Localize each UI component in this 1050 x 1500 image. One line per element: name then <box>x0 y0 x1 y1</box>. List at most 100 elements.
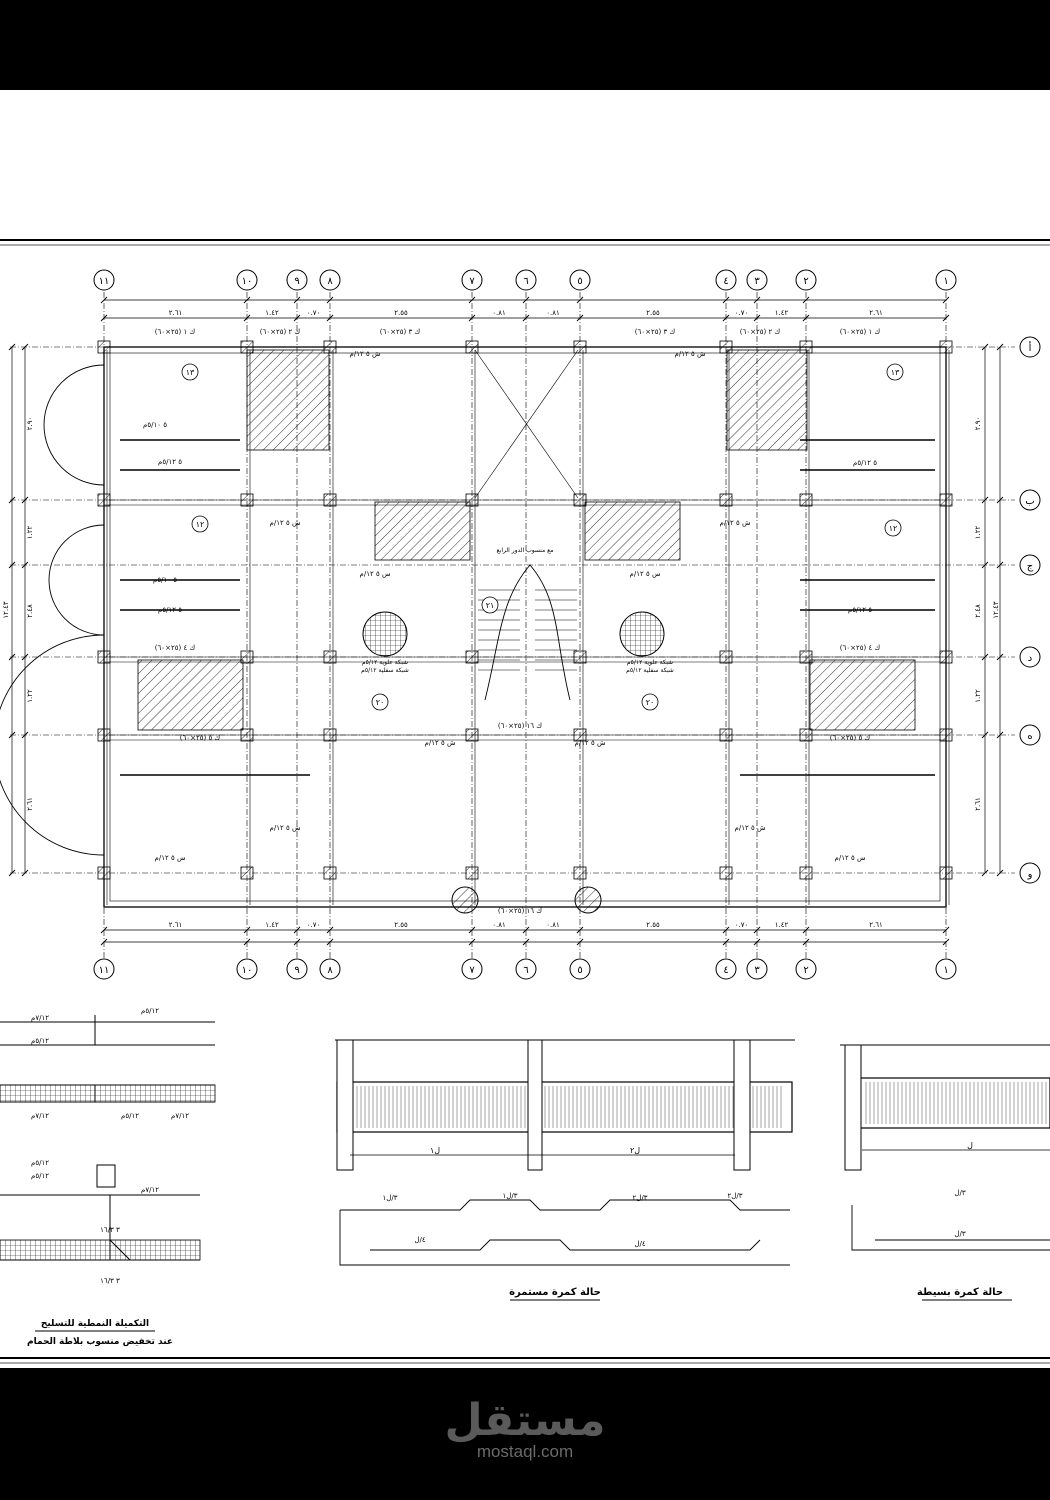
dimension-tick <box>8 496 16 504</box>
column-section <box>573 650 587 664</box>
detail-slab-section <box>0 1084 216 1103</box>
rebar-note: ش ٥ ١٢/م <box>674 350 705 358</box>
grid-bubble-column <box>935 958 957 980</box>
grid-bubble-column <box>286 269 308 291</box>
dimension-bottom-value: ٢.٥٥ <box>646 921 660 929</box>
mesh-note: شبكة علوية ٥/١٢م <box>362 659 408 666</box>
continuous-beam-title: حالة كمرة مستمرة <box>509 1287 601 1298</box>
column-section <box>240 650 254 664</box>
beam-label: ك ٢ (٢٥×٦٠) <box>740 328 781 336</box>
grid-label-column: ٣ <box>754 965 760 976</box>
dimension-tick <box>293 296 301 304</box>
structural-slab-drawing: ١١١١١٠١٠٩٩٨٨٧٧٦٦٥٥٤٤٣٣٢٢١١أبجدهو٢.٦١٢.٦١… <box>0 239 1050 1364</box>
dimension-bottom-value: ٢.٦١ <box>869 921 883 929</box>
dimension-tick <box>996 731 1004 739</box>
dimension-tick <box>981 869 989 877</box>
dimension-right-value: ١.٢٢ <box>974 526 982 540</box>
dimension-tick <box>468 314 476 322</box>
grid-label-column: ٩ <box>294 276 299 287</box>
rebar-note: ٥ ٥/١٠م <box>143 421 167 429</box>
column-section <box>240 493 254 507</box>
dimension-right-total: ١٢.٤٣ <box>992 601 1000 619</box>
beam-label: ك ٣ (٢٥×٦٠) <box>380 328 421 336</box>
dimension-tick <box>722 296 730 304</box>
dimension-right-value: ١.٢٢ <box>974 689 982 703</box>
dimension-bottom-value: ٢.٥٥ <box>394 921 408 929</box>
dimension-tick <box>243 314 251 322</box>
beam-ratio-label: ٣/ل <box>954 1230 965 1238</box>
grid-label-column: ٨ <box>327 276 333 287</box>
slab-number-bubble <box>884 519 902 537</box>
grid-label-column: ١ <box>943 276 948 287</box>
dimension-tick <box>942 296 950 304</box>
bent-bar-diagram <box>340 1199 790 1211</box>
dimension-left-value: ١.٢٢ <box>26 689 34 703</box>
dimension-tick <box>981 496 989 504</box>
dimension-tick <box>21 561 29 569</box>
column-section <box>799 650 813 664</box>
beam-label: ك ٥ (٢٥×٦٠) <box>830 734 871 742</box>
brand-url: mostaql.com <box>476 1442 574 1461</box>
dimension-bottom-value: ٠.٧٠ <box>307 921 321 929</box>
dimension-tick <box>21 731 29 739</box>
column-section <box>97 340 111 354</box>
beam-label: ك ٤ (٢٥×٦٠) <box>155 644 196 652</box>
beam-ratio-label: ٣/ل١ <box>383 1194 398 1202</box>
dimension-bottom-value: ٢.٦١ <box>169 921 183 929</box>
balcony-arc <box>48 524 105 636</box>
grid-label-column: ٦ <box>523 965 528 976</box>
simple-beam-title: حالة كمرة بسيطة <box>917 1287 1003 1298</box>
grid-bubble-row <box>1019 862 1041 884</box>
column-section <box>240 728 254 742</box>
grid-label-row: ب <box>1025 496 1034 507</box>
beam-support <box>336 1039 354 1171</box>
grid-label-column: ١٠ <box>242 276 253 287</box>
beam-ratio-label: ٣/ل <box>954 1189 965 1197</box>
slab-number-bubble <box>481 596 499 614</box>
grid-label-column: ٨ <box>327 965 333 976</box>
dimension-tick <box>326 296 334 304</box>
dimension-tick <box>996 343 1004 351</box>
dimension-tick <box>753 926 761 934</box>
dimension-tick <box>753 314 761 322</box>
dimension-top-value: ٢.٥٥ <box>646 309 660 317</box>
dimension-top-value: ٠.٧٠ <box>307 309 321 317</box>
dimension-tick <box>722 926 730 934</box>
column-section <box>573 866 587 880</box>
dimension-tick <box>753 296 761 304</box>
column-section <box>323 866 337 880</box>
column-section <box>573 340 587 354</box>
beam-support <box>844 1044 862 1171</box>
slab-number: ١٣ <box>891 368 900 377</box>
slab-number-bubble <box>191 515 209 533</box>
beam-support <box>733 1039 751 1171</box>
beam-label: ك ١ (٢٥×٦٠) <box>840 328 881 336</box>
dimension-tick <box>981 731 989 739</box>
grid-bubble-column <box>461 958 483 980</box>
detail-bar-label: ٧/١٢م <box>171 1112 189 1120</box>
column-section <box>719 340 733 354</box>
grid-bubble-column <box>93 269 115 291</box>
circular-skylight-mesh <box>619 611 665 657</box>
round-column <box>574 886 602 914</box>
slab-number: ١٢ <box>196 520 205 529</box>
column-section <box>323 340 337 354</box>
beam-ratio-label: ٣/ل١ <box>503 1192 518 1200</box>
grid-bubble-column <box>515 269 537 291</box>
grid-label-column: ٢ <box>803 276 808 287</box>
dimension-tick <box>522 314 530 322</box>
circular-skylight-mesh <box>362 611 408 657</box>
slab-number: ٢٠ <box>376 698 385 707</box>
grid-bubble-column <box>93 958 115 980</box>
balcony-arc <box>43 364 105 486</box>
beam-label: ك ٣ (٢٥×٦٠) <box>635 328 676 336</box>
grid-label-row: أ <box>1029 341 1032 354</box>
dimension-tick <box>243 926 251 934</box>
grid-label-column: ٦ <box>523 276 528 287</box>
mesh-note: شبكة علوية ٥/١٢م <box>627 659 673 666</box>
dimension-tick <box>942 314 950 322</box>
top-black-bar <box>0 0 1050 90</box>
dimension-top-value: ٠.٧٠ <box>735 309 749 317</box>
stair-note: مع منسوب الدور الرابع <box>496 547 553 554</box>
dimension-tick <box>722 938 730 946</box>
